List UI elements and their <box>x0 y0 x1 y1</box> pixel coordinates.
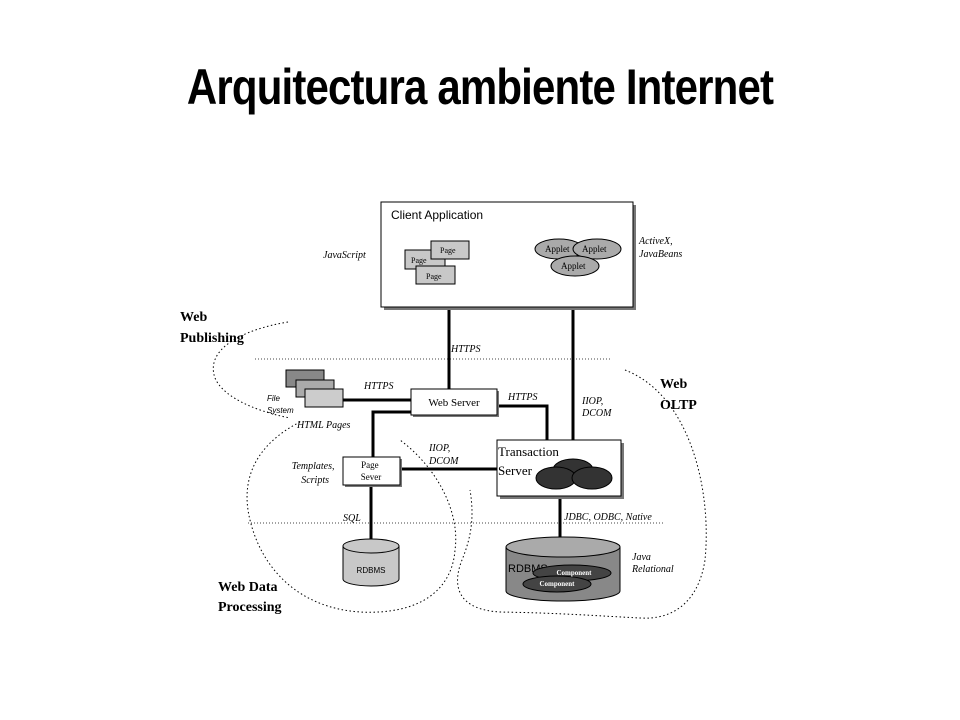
rdbms-left: RDBMS <box>342 538 400 587</box>
svg-text:Templates, Scripts: Templates, Scripts <box>292 461 337 486</box>
connector-webserver-pageserver <box>371 410 411 458</box>
page-title: Arquitectura ambiente Internet <box>186 59 774 115</box>
activex-label: ActiveX, <box>638 236 673 247</box>
region-label-web: Web <box>180 310 207 325</box>
region-label-processing: Processing <box>218 600 282 615</box>
transaction-label: Transaction <box>498 444 559 459</box>
page-label-3: Page <box>426 272 442 281</box>
https-mid-label: HTTPS <box>507 392 537 403</box>
rdbms-right: RDBMS Component Component <box>505 536 621 602</box>
relational-label: Relational <box>631 564 674 575</box>
applet-cluster: Applet Applet Applet <box>534 238 622 277</box>
component-cluster <box>535 458 613 490</box>
region-label-web-data: Web Data <box>218 580 278 595</box>
client-application-title: Client Application <box>391 208 483 222</box>
svg-text:File System: File System <box>267 394 294 415</box>
rdbms-left-label: RDBMS <box>357 566 386 575</box>
region-label-web-oltp-1: Web <box>660 377 687 392</box>
region-label-publishing: Publishing <box>180 331 244 346</box>
sql-label: SQL <box>343 513 361 524</box>
html-pages-stack <box>285 369 344 408</box>
page-server-box: Page Sever <box>342 456 402 487</box>
svg-text:Page Sever: Page Sever <box>361 460 382 482</box>
web-publishing-region <box>212 321 291 419</box>
java-label: Java <box>632 552 651 563</box>
iiop-right-label-1: IIOP, <box>581 396 603 407</box>
web-oltp-region <box>457 369 707 619</box>
web-server-box: Web Server <box>410 388 499 417</box>
component-label-1: Component <box>556 569 592 577</box>
file-label: File <box>267 394 280 403</box>
https-top-label: HTTPS <box>450 344 480 355</box>
html-pages-label: HTML Pages <box>296 420 351 431</box>
connector-webserver-transaction <box>497 404 549 440</box>
page-stack: Page Page Page <box>404 240 470 285</box>
client-application-box: Client Application Page Page Page Applet… <box>380 201 636 310</box>
server-label: Server <box>498 463 533 478</box>
web-server-label: Web Server <box>428 397 480 409</box>
javabeans-label: JavaBeans <box>639 249 682 260</box>
page-label-2: Page <box>440 246 456 255</box>
jdbc-label: JDBC, ODBC, Native <box>564 512 652 523</box>
svg-text:Web Publishing: Web Publishing <box>180 310 244 346</box>
svg-text:Transaction Server: Transaction Server <box>498 444 562 478</box>
svg-text:Web OLTP: Web OLTP <box>660 377 697 413</box>
page-label-1: Page <box>411 256 427 265</box>
applet-label-3: Applet <box>561 261 586 271</box>
region-label-oltp: OLTP <box>660 398 697 413</box>
system-label: System <box>267 406 294 415</box>
component-label-2: Component <box>539 580 575 588</box>
svg-text:Web Data Processing: Web Data Processing <box>218 580 282 615</box>
connectors <box>343 310 575 541</box>
applet-label-2: Applet <box>582 244 607 254</box>
transaction-server-box: Transaction Server <box>496 439 624 499</box>
scripts-label: Scripts <box>301 475 329 486</box>
page-server-label-2: Sever <box>361 472 382 482</box>
page-server-label-1: Page <box>361 460 379 470</box>
svg-text:ActiveX, JavaBeans: ActiveX, JavaBeans <box>638 236 682 260</box>
iiop-right-label-2: DCOM <box>581 408 612 419</box>
iiop-mid-label-2: DCOM <box>428 456 459 467</box>
templates-label: Templates, <box>292 461 335 472</box>
javascript-label: JavaScript <box>323 250 366 261</box>
https-left-label: HTTPS <box>363 381 393 392</box>
iiop-mid-label-1: IIOP, <box>428 443 450 454</box>
applet-label-1: Applet <box>545 244 570 254</box>
region-outlines <box>212 321 707 619</box>
